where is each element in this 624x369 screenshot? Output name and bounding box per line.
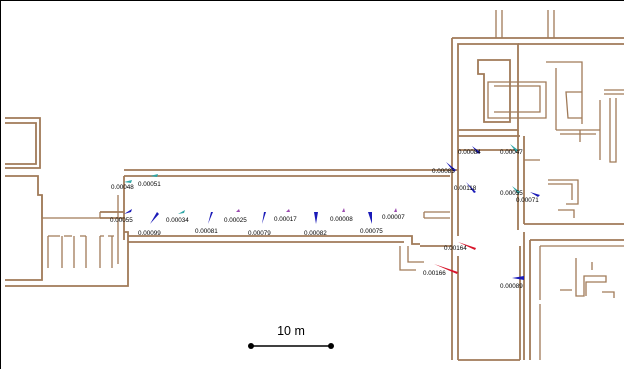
flow-marker xyxy=(512,276,524,280)
measurement-label: 0.00017 xyxy=(274,216,297,223)
flow-marker xyxy=(510,144,518,152)
measurement-label: 0.00075 xyxy=(360,228,383,235)
flow-marker xyxy=(342,208,345,212)
measurement-label: 0.00025 xyxy=(224,217,247,224)
flow-marker xyxy=(124,209,132,214)
measurement-label: 0.00164 xyxy=(444,245,467,252)
flow-marker xyxy=(262,212,266,224)
flow-marker xyxy=(446,162,456,172)
measurement-label: 0.00051 xyxy=(138,181,161,188)
measurement-label: 0.00071 xyxy=(516,197,539,204)
flow-marker xyxy=(286,209,290,212)
measurement-label: 0.00118 xyxy=(454,185,477,192)
measurement-label: 0.00082 xyxy=(304,230,327,237)
flow-marker xyxy=(394,208,397,212)
measurement-label: 0.00055 xyxy=(110,217,133,224)
flow-marker xyxy=(466,182,476,193)
flow-marker xyxy=(530,192,540,197)
flow-marker xyxy=(314,212,318,224)
scale-bar-end-left xyxy=(248,343,254,349)
flow-marker xyxy=(434,264,458,274)
scale-bar: 10 m xyxy=(248,324,334,349)
measurement-label: 0.00034 xyxy=(166,217,189,224)
measurement-label: 0.00079 xyxy=(248,230,271,237)
building-walls xyxy=(5,10,624,361)
flow-marker xyxy=(150,174,158,177)
measurement-label: 0.00055 xyxy=(500,190,523,197)
scale-bar-end-right xyxy=(328,343,334,349)
measurement-label: 0.00089 xyxy=(500,283,523,290)
flow-marker xyxy=(208,212,213,224)
measurement-label: 0.00166 xyxy=(423,270,446,277)
measurement-markers xyxy=(124,144,540,280)
measurement-label: 0.00084 xyxy=(458,149,481,156)
measurement-label: 0.00048 xyxy=(111,184,134,191)
measurement-label: 0.00007 xyxy=(382,214,405,221)
flow-marker xyxy=(458,242,476,250)
measurement-label: 0.00099 xyxy=(138,230,161,237)
measurement-labels: 0.00048 0.00051 0.00055 0.00099 0.00034 … xyxy=(110,149,539,290)
measurement-label: 0.00047 xyxy=(500,149,523,156)
flow-marker xyxy=(178,210,185,214)
flow-marker xyxy=(236,209,240,212)
measurement-label: 0.00081 xyxy=(195,228,218,235)
measurement-label: 0.00085 xyxy=(432,168,455,175)
flow-marker xyxy=(512,186,520,194)
measurement-label: 0.00008 xyxy=(330,216,353,223)
scale-bar-label: 10 m xyxy=(277,324,305,338)
flow-marker xyxy=(150,212,159,224)
flow-marker xyxy=(368,212,372,224)
flow-marker xyxy=(472,146,480,154)
flow-marker xyxy=(124,180,132,183)
